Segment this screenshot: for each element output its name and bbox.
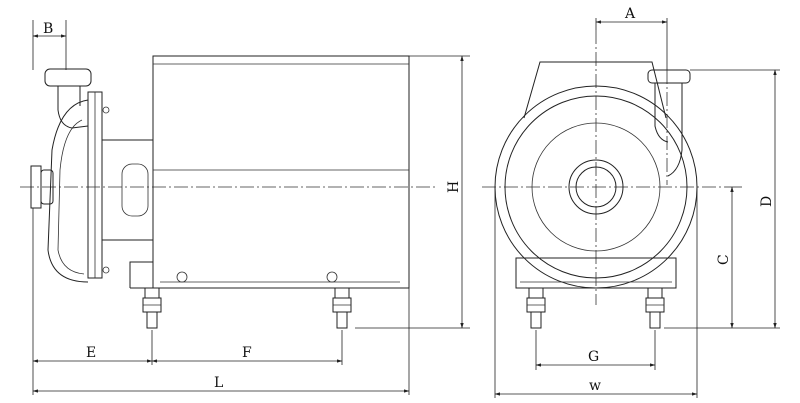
motor-shroud — [523, 61, 667, 119]
impeller-circle — [531, 122, 661, 252]
inlet-outer-circle — [568, 159, 624, 215]
outlet-flange — [44, 68, 92, 87]
dim-label-g: G — [588, 349, 599, 365]
motor-body — [152, 55, 410, 289]
dim-label-a: A — [624, 6, 636, 22]
dim-label-c: C — [716, 254, 732, 265]
mount-hole-icon — [326, 271, 338, 283]
dim-label-d: D — [759, 196, 775, 207]
dim-label-w: w — [589, 378, 601, 394]
side-dimensions: B H E F L — [32, 20, 470, 395]
front-foot-left — [526, 287, 546, 329]
foot-right — [332, 287, 352, 329]
pump-casing — [30, 68, 92, 283]
front-outlet — [647, 69, 691, 177]
front-view — [482, 30, 725, 329]
dim-label-e: E — [86, 345, 96, 361]
casing-inner-circle — [504, 95, 688, 279]
dim-label-f: F — [242, 345, 252, 361]
mount-hole-icon — [176, 271, 188, 283]
adapter — [102, 139, 153, 241]
dim-label-b: B — [43, 21, 53, 37]
front-foot-right — [645, 287, 665, 329]
dim-label-h: H — [446, 181, 462, 193]
front-dimensions: A D C G w — [494, 6, 780, 398]
dim-label-l: L — [214, 375, 223, 391]
side-view — [20, 55, 435, 329]
front-base — [515, 257, 677, 289]
flange-bolt-icon — [102, 106, 110, 114]
inlet-inner-circle — [575, 166, 617, 208]
casing-flange — [87, 91, 110, 279]
base-frame — [129, 261, 409, 289]
flange-bolt-icon — [102, 266, 110, 274]
foot-left — [142, 287, 162, 329]
